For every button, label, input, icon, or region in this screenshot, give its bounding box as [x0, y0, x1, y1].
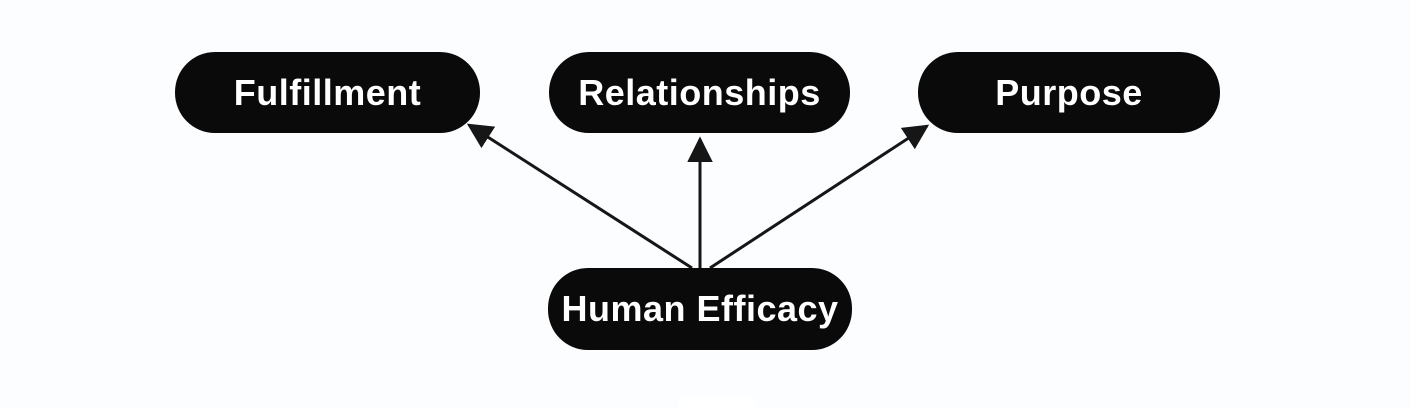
node-relationships: Relationships	[549, 52, 850, 133]
cutoff-white-shape	[679, 396, 756, 409]
node-fulfillment-label: Fulfillment	[233, 71, 422, 113]
node-human-efficacy-label: Human Efficacy	[561, 288, 839, 329]
node-human-efficacy: Human Efficacy	[548, 268, 852, 350]
node-relationships-label: Relationships	[578, 71, 821, 113]
node-purpose: Purpose	[918, 52, 1220, 133]
node-fulfillment: Fulfillment	[175, 52, 480, 133]
edge-human-efficacy-to-purpose	[709, 124, 930, 270]
node-purpose-label: Purpose	[995, 71, 1143, 113]
edge-human-efficacy-to-fulfillment	[466, 123, 693, 270]
